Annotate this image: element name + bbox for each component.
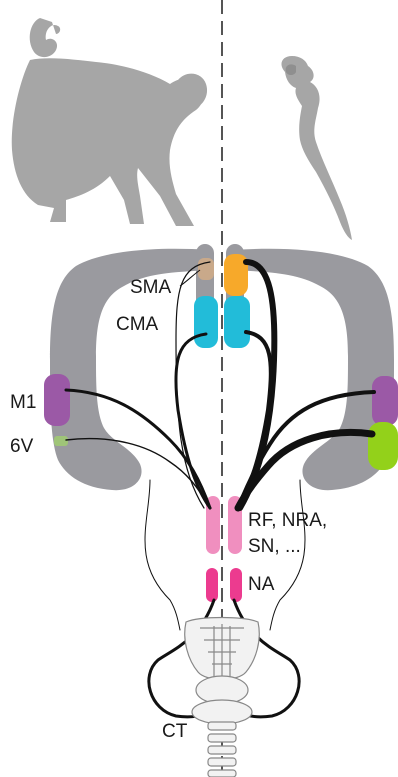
na-right-nucleus (230, 568, 242, 602)
rf-label-line2: SN, ... (248, 536, 301, 557)
larynx-icon (185, 618, 260, 777)
v6-left-region (54, 436, 68, 446)
m1-left-region (44, 374, 70, 426)
m1-label: M1 (10, 392, 36, 413)
cma-right-region (224, 296, 250, 348)
rf-label-line1: RF, NRA, (248, 510, 327, 531)
cma-left-region (194, 296, 218, 348)
v6-right-region (368, 422, 398, 470)
cma-label: CMA (116, 314, 159, 335)
sma-left-region (198, 258, 214, 280)
m1-right-region (372, 376, 398, 426)
sma-label: SMA (130, 277, 172, 298)
ct-label: CT (162, 721, 188, 742)
marmoset-icon (281, 56, 352, 240)
v6-label: 6V (10, 436, 34, 457)
na-left-nucleus (206, 568, 218, 602)
na-label: NA (248, 574, 275, 595)
macaque-icon (12, 18, 207, 226)
